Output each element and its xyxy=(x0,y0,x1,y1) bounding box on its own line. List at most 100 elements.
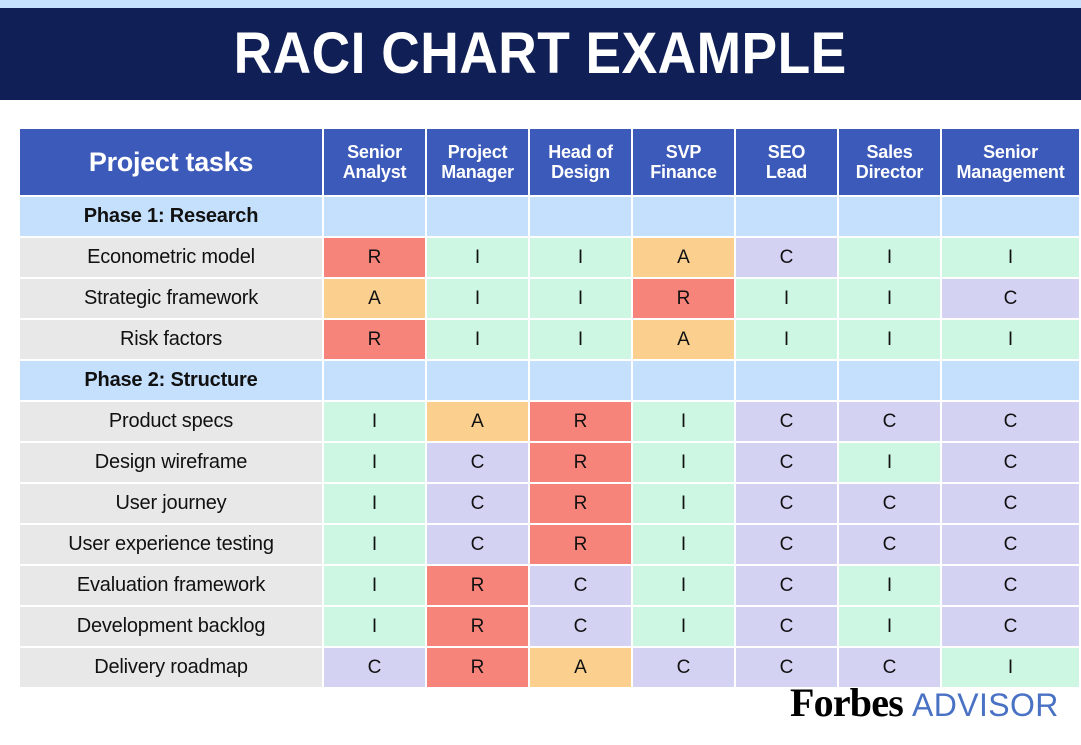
column-header-line: Senior xyxy=(983,141,1038,162)
raci-cell-r2-c1: I xyxy=(427,279,528,318)
task-label: Delivery roadmap xyxy=(20,648,322,687)
raci-cell-r4-c4 xyxy=(736,361,837,400)
task-label: User journey xyxy=(20,484,322,523)
logo-forbes-wordmark: Forbes xyxy=(790,680,904,725)
raci-cell-r1-c4: C xyxy=(736,238,837,277)
raci-cell-r10-c4: C xyxy=(736,607,837,646)
raci-cell-r4-c6 xyxy=(942,361,1079,400)
raci-cell-r8-c6: C xyxy=(942,525,1079,564)
raci-cell-r11-c4: C xyxy=(736,648,837,687)
column-header-line: Sales xyxy=(866,141,913,162)
raci-cell-r7-c4: C xyxy=(736,484,837,523)
task-label: User experience testing xyxy=(20,525,322,564)
raci-cell-r8-c3: I xyxy=(633,525,734,564)
task-label: Design wireframe xyxy=(20,443,322,482)
raci-cell-r5-c2: R xyxy=(530,402,631,441)
column-header-line: Project xyxy=(447,141,508,162)
raci-cell-r4-c2 xyxy=(530,361,631,400)
raci-cell-r7-c1: C xyxy=(427,484,528,523)
raci-cell-r6-c3: I xyxy=(633,443,734,482)
raci-cell-r3-c0: R xyxy=(324,320,425,359)
raci-cell-r0-c4 xyxy=(736,197,837,236)
forbes-advisor-logo: Forbes ADVISOR xyxy=(790,683,1059,723)
raci-cell-r4-c5 xyxy=(839,361,940,400)
raci-cell-r5-c0: I xyxy=(324,402,425,441)
raci-cell-r9-c1: R xyxy=(427,566,528,605)
raci-cell-r3-c6: I xyxy=(942,320,1079,359)
raci-cell-r7-c2: R xyxy=(530,484,631,523)
raci-cell-r6-c0: I xyxy=(324,443,425,482)
raci-cell-r9-c5: I xyxy=(839,566,940,605)
logo-advisor-wordmark: ADVISOR xyxy=(911,687,1059,723)
raci-cell-r9-c6: C xyxy=(942,566,1079,605)
raci-cell-r10-c6: C xyxy=(942,607,1079,646)
raci-cell-r7-c0: I xyxy=(324,484,425,523)
phase-label: Phase 1: Research xyxy=(20,197,322,236)
raci-cell-r3-c5: I xyxy=(839,320,940,359)
column-header-line: Lead xyxy=(765,162,808,182)
raci-cell-r7-c5: C xyxy=(839,484,940,523)
raci-cell-r10-c1: R xyxy=(427,607,528,646)
raci-cell-r1-c0: R xyxy=(324,238,425,277)
raci-cell-r1-c3: A xyxy=(633,238,734,277)
task-label: Econometric model xyxy=(20,238,322,277)
raci-cell-r6-c2: R xyxy=(530,443,631,482)
column-header-line: Head of xyxy=(548,141,613,162)
raci-cell-r11-c0: C xyxy=(324,648,425,687)
raci-cell-r1-c1: I xyxy=(427,238,528,277)
raci-cell-r5-c3: I xyxy=(633,402,734,441)
raci-cell-r10-c3: I xyxy=(633,607,734,646)
raci-cell-r3-c2: I xyxy=(530,320,631,359)
raci-cell-r4-c1 xyxy=(427,361,528,400)
column-header-line: Senior xyxy=(347,141,402,162)
raci-cell-r11-c5: C xyxy=(839,648,940,687)
column-header-line: Finance xyxy=(650,162,717,182)
task-label: Product specs xyxy=(20,402,322,441)
phase-row: Phase 1: Research xyxy=(20,197,1079,236)
raci-cell-r1-c5: I xyxy=(839,238,940,277)
raci-cell-r3-c1: I xyxy=(427,320,528,359)
raci-cell-r1-c6: I xyxy=(942,238,1079,277)
raci-cell-r0-c2 xyxy=(530,197,631,236)
column-header-line: SEO xyxy=(767,141,806,162)
raci-cell-r7-c3: I xyxy=(633,484,734,523)
page-title: RACI CHART EXAMPLE xyxy=(233,21,848,86)
raci-cell-r11-c6: I xyxy=(942,648,1079,687)
raci-cell-r2-c6: C xyxy=(942,279,1079,318)
raci-cell-r11-c1: R xyxy=(427,648,528,687)
raci-cell-r4-c0 xyxy=(324,361,425,400)
raci-cell-r9-c2: C xyxy=(530,566,631,605)
raci-cell-r4-c3 xyxy=(633,361,734,400)
raci-cell-r0-c3 xyxy=(633,197,734,236)
raci-cell-r1-c2: I xyxy=(530,238,631,277)
raci-cell-r6-c4: C xyxy=(736,443,837,482)
raci-cell-r9-c3: I xyxy=(633,566,734,605)
raci-cell-r11-c2: A xyxy=(530,648,631,687)
title-banner: RACI CHART EXAMPLE xyxy=(0,8,1081,100)
task-label: Development backlog xyxy=(20,607,322,646)
top-accent-strip xyxy=(0,0,1081,8)
column-header-line: SVP xyxy=(665,141,702,162)
phase-row: Phase 2: Structure xyxy=(20,361,1079,400)
raci-cell-r0-c0 xyxy=(324,197,425,236)
raci-cell-r10-c0: I xyxy=(324,607,425,646)
column-header-line: Management xyxy=(956,162,1065,182)
column-header-line: Manager xyxy=(441,162,514,182)
raci-cell-r2-c0: A xyxy=(324,279,425,318)
raci-cell-r5-c5: C xyxy=(839,402,940,441)
raci-cell-r5-c1: A xyxy=(427,402,528,441)
